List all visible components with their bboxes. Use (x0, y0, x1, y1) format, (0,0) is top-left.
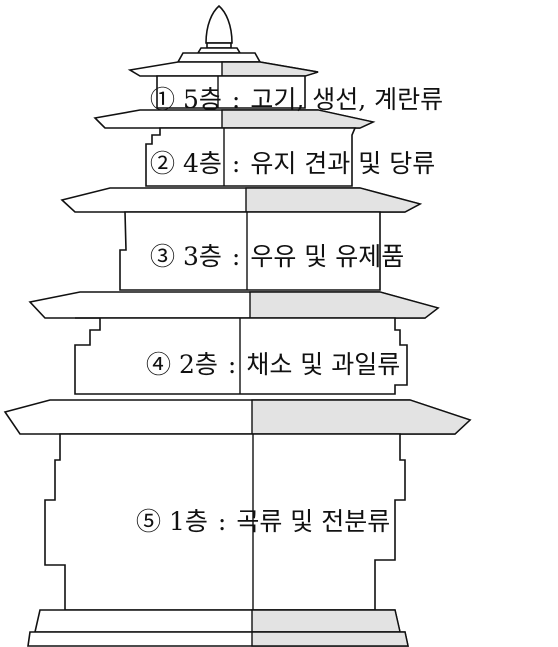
tier-label-2: ② 4층: 유지 견과 및 당류 (150, 149, 435, 178)
tier-label-4: ④ 2층: 채소 및 과일류 (146, 350, 400, 379)
svg-text:①5층:고기, 생선, 계란류: ① 5층: 고기, 생선, 계란류 (150, 85, 443, 114)
tier-label-1: ① 5층: 고기, 생선, 계란류 (150, 85, 443, 114)
pagoda-body-5 (156, 75, 306, 109)
tier-floor: 5층 (183, 85, 222, 114)
tier-contents: 고기, 생선, 계란류 (250, 85, 443, 114)
pagoda-roof-2 (28, 291, 440, 319)
pagoda-body-2 (74, 317, 408, 395)
tier-label-5: ⑤ 1층: 곡류 및 전분류 (136, 507, 390, 536)
tier-separator: : (228, 350, 236, 379)
tier-contents: 채소 및 과일류 (246, 350, 400, 379)
svg-text:②4층:유지 견과 및 당류: ② 4층: 유지 견과 및 당류 (150, 149, 435, 178)
pagoda-body-3 (119, 211, 381, 291)
tier-floor: 2층 (179, 350, 218, 379)
tier-separator: : (232, 242, 240, 271)
tier-label-3: ③ 3층: 우유 및 유제품 (150, 242, 404, 271)
pagoda-roof-1 (3, 399, 472, 435)
tier-floor: 3층 (183, 242, 222, 271)
pagoda-roof-4 (93, 109, 376, 129)
tier-contents: 우유 및 유제품 (250, 242, 404, 271)
pagoda-roof-5 (127, 52, 319, 77)
tier-floor: 4층 (183, 149, 222, 178)
tier-number: ⑤ (136, 507, 161, 536)
tier-number: ④ (146, 350, 171, 379)
svg-text:⑤1층:곡류 및 전분류: ⑤ 1층: 곡류 및 전분류 (136, 507, 390, 536)
tier-number: ② (150, 149, 175, 178)
tier-floor: 1층 (169, 507, 208, 536)
pagoda-base (27, 609, 409, 647)
tier-separator: : (232, 149, 240, 178)
pagoda-body-4 (145, 127, 357, 187)
tier-separator: : (218, 507, 226, 536)
tier-number: ① (150, 85, 175, 114)
tier-contents: 유지 견과 및 당류 (250, 149, 435, 178)
svg-text:③3층:우유 및 유제품: ③ 3층: 우유 및 유제품 (150, 242, 404, 271)
svg-text:④2층:채소 및 과일류: ④ 2층: 채소 및 과일류 (146, 350, 400, 379)
tier-separator: : (232, 85, 240, 114)
pagoda-finial (196, 4, 242, 54)
tier-contents: 곡류 및 전분류 (236, 507, 390, 536)
pagoda-roof-3 (60, 187, 423, 213)
tier-number: ③ (150, 242, 175, 271)
